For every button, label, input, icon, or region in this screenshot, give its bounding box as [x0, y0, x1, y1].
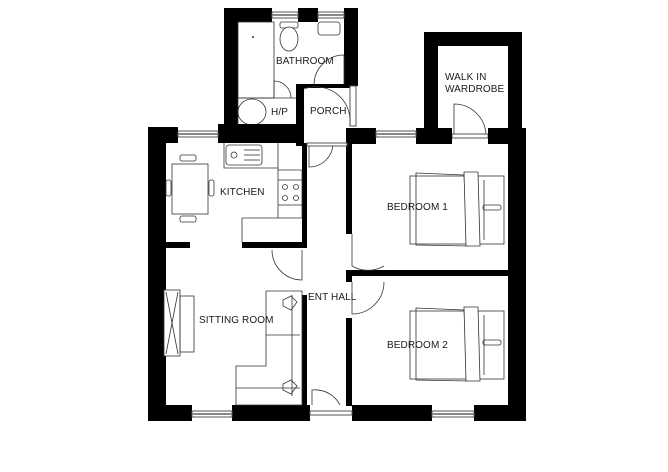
room-label-bedroom-2: BEDROOM 2: [387, 340, 448, 351]
room-label-porch: PORCH: [310, 106, 347, 117]
room-label-hp: H/P: [271, 107, 288, 118]
fireplace-icon: [163, 289, 195, 357]
room-label-bathroom: BATHROOM: [276, 56, 334, 67]
room-label-bedroom-1: BEDROOM 1: [387, 202, 448, 213]
hob-icon: [282, 184, 299, 201]
main-windows: [177, 130, 475, 418]
room-label-sitting-room: SITTING ROOM: [199, 315, 274, 326]
bedroom2-door: [351, 281, 385, 315]
corner-sofa-icon: [235, 290, 303, 406]
bath-tub-icon: [237, 21, 296, 99]
room-label-kitchen: KITCHEN: [220, 187, 265, 198]
kitchen-sink-icon: [225, 144, 263, 166]
room-label-wardrobe-line1: WALK IN: [445, 72, 487, 83]
toilet-icon: [279, 21, 299, 52]
hall-bottom-door: [311, 389, 341, 406]
kitchen-counter: [223, 143, 303, 242]
wardrobe-door: [453, 103, 487, 137]
bathroom-walls: [224, 8, 358, 138]
porch-walls: [302, 84, 357, 127]
room-label-wardrobe-line2: WARDROBE: [445, 84, 505, 95]
bathroom-door: [273, 80, 292, 99]
hot-press: [237, 98, 267, 126]
bathroom-porch-door: [313, 54, 345, 86]
dining-table-icon: [165, 154, 215, 223]
bedroom1-door: [351, 234, 385, 271]
interior-walls: [166, 138, 510, 407]
bed-2-icon: [409, 306, 505, 382]
sink-icon: [317, 21, 341, 36]
wardrobe-walls: [424, 32, 522, 142]
main-outer-walls: [148, 124, 526, 421]
bathroom-windows: [271, 11, 345, 19]
porch-front-door: [303, 86, 351, 126]
kitchen-sitting-door: [271, 249, 303, 281]
bed-1-icon: [409, 171, 505, 247]
room-label-ent-hall: ENT HALL: [308, 292, 357, 303]
hall-door-porch: [308, 142, 334, 168]
